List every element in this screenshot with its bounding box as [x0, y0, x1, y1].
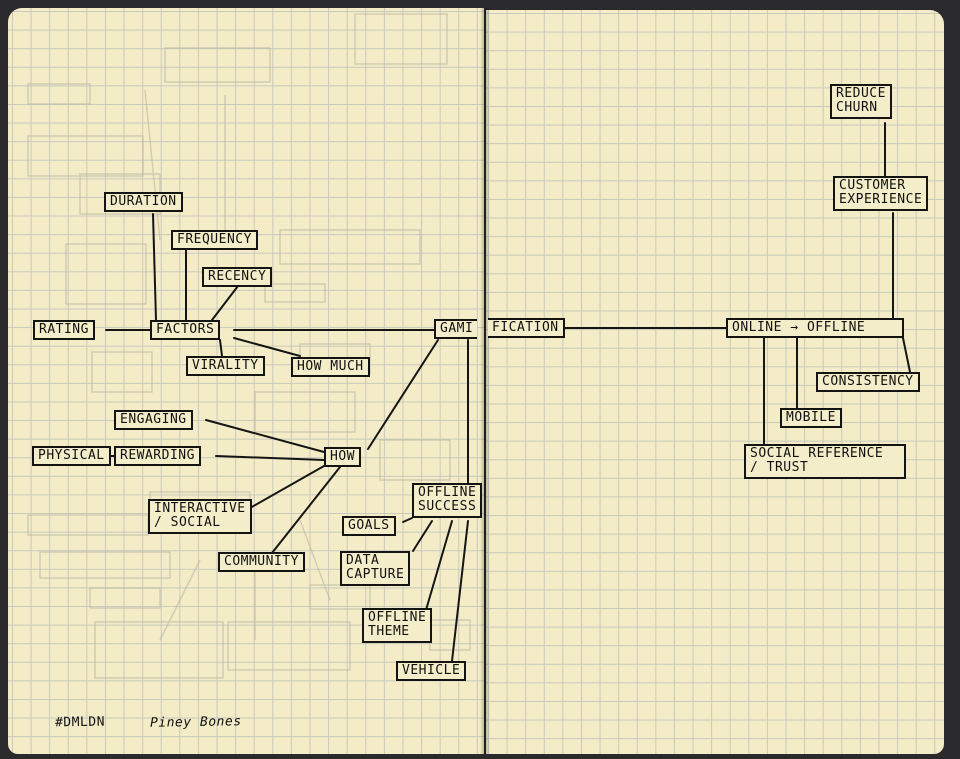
node-physical: Physical	[32, 446, 111, 467]
node-offline-theme: Offline Theme	[362, 608, 433, 643]
node-interactive-social: Interactive / Social	[148, 499, 252, 534]
node-gamification-right: FICATION	[488, 318, 565, 339]
node-consistency: Consistency	[816, 372, 920, 393]
node-online-offline: Online → Offline	[726, 318, 904, 339]
node-data-capture: Data Capture	[340, 551, 411, 586]
hashtag-note: #DMLDN	[54, 714, 106, 731]
node-frequency: Frequency	[171, 230, 258, 251]
node-rewarding: Rewarding	[114, 446, 201, 467]
node-duration: Duration	[104, 192, 183, 213]
notebook-gutter	[480, 8, 490, 754]
node-offline-success: Offline Success	[412, 483, 483, 518]
node-community: Community	[218, 552, 305, 573]
node-how-much: How much	[291, 357, 370, 378]
node-reduce-churn: Reduce Churn	[830, 84, 892, 119]
node-customer-experience: Customer Experience	[833, 176, 929, 211]
node-recency: Recency	[202, 267, 273, 288]
node-virality: Virality	[186, 356, 265, 377]
node-social-reference-trust: Social Reference / Trust	[744, 444, 906, 479]
node-goals: Goals	[342, 516, 396, 537]
node-engaging: Engaging	[114, 410, 193, 431]
node-factors: Factors	[150, 320, 221, 341]
node-vehicle: Vehicle	[396, 661, 467, 682]
node-mobile: Mobile	[780, 408, 842, 429]
left-notebook-page	[8, 8, 484, 754]
node-how: How	[324, 447, 361, 468]
author-signature: Piney Bones	[149, 714, 242, 731]
node-rating: Rating	[33, 320, 95, 341]
node-gamification-left: GAMI	[434, 319, 478, 340]
